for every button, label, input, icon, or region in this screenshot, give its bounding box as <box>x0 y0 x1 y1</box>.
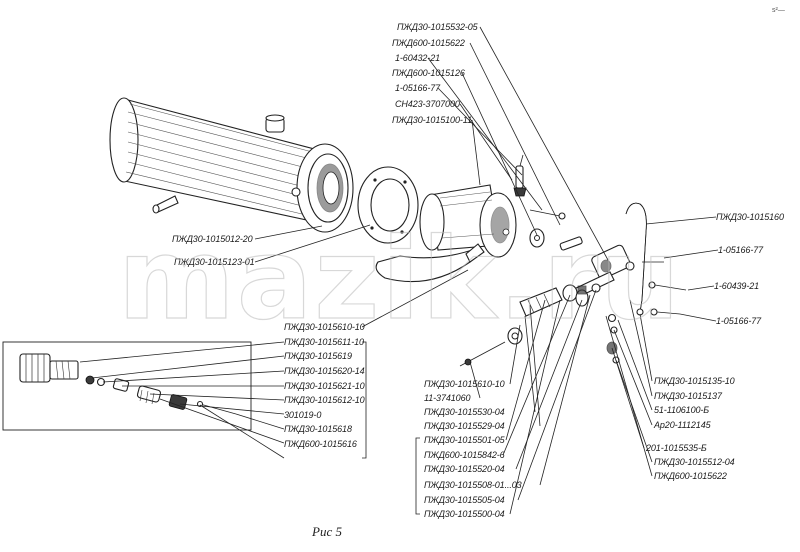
label-l11: 1-05166-77 <box>716 316 762 326</box>
label-l31: ПЖД30-1015505-04 <box>424 495 505 505</box>
label-l37: 201-1015535-Б <box>645 443 707 453</box>
label-l25: ПЖД30-1015530-04 <box>424 407 505 417</box>
label-l29: ПЖД30-1015520-04 <box>424 464 505 474</box>
label-l03: 1-60432-21 <box>395 53 440 63</box>
label-l21: ПЖД30-1015618 <box>284 424 352 434</box>
part-labels: ПЖД30-1015532-05 ПЖД600-1015622 1-60432-… <box>172 22 784 519</box>
label-l10: 1-60439-21 <box>714 281 759 291</box>
right-bolts <box>648 281 687 316</box>
label-l12: ПЖД30-1015012-20 <box>172 234 253 244</box>
heater-cylinder-body <box>109 97 354 233</box>
label-l28: ПЖД600-1015842-6 <box>424 450 505 460</box>
outlet-elbow <box>375 243 485 283</box>
label-l32: ПЖД30-1015500-04 <box>424 509 505 519</box>
label-l15: ПЖД30-1015611-10 <box>284 337 364 347</box>
label-l39: ПЖД600-1015622 <box>654 471 727 481</box>
nozzle-parts <box>575 283 601 307</box>
watermark: mazik.ru <box>118 215 682 345</box>
label-l17: ПЖД30-1015620-14 <box>284 366 365 376</box>
label-l05: 1-05166-77 <box>395 83 441 93</box>
label-l38: ПЖД30-1015512-04 <box>654 457 735 467</box>
label-l02: ПЖД600-1015622 <box>392 38 465 48</box>
label-l13: ПЖД30-1015123-01 <box>174 257 255 267</box>
mount-bolts <box>529 209 583 251</box>
label-l24: 11-3741060 <box>424 393 470 403</box>
label-l18: ПЖД30-1015621-10 <box>284 381 365 391</box>
gasket-ring <box>357 166 419 244</box>
label-l27: ПЖД30-1015501-05 <box>424 435 506 445</box>
label-l30: ПЖД30-1015508-01...03 <box>424 480 522 490</box>
burner-housing <box>419 184 517 258</box>
label-l34: ПЖД30-1015137 <box>654 391 723 401</box>
label-l04: ПЖД600-1015126 <box>392 68 465 78</box>
inset-subassembly <box>2 341 252 431</box>
label-l08: ПЖД30-1015160 <box>716 212 784 222</box>
label-l14: ПЖД30-1015610-10 <box>284 322 365 332</box>
label-l01: ПЖД30-1015532-05 <box>397 22 479 32</box>
inset-nozzle-body <box>19 353 79 383</box>
leader-lines <box>79 26 719 515</box>
heater-drawing <box>109 97 687 367</box>
label-l23: ПЖД30-1015610-10 <box>424 379 505 389</box>
label-l06: СН423-3707000 <box>395 99 460 109</box>
figure-caption: Рис 5 <box>311 524 342 539</box>
corner-mark: s²— <box>772 7 785 14</box>
label-l26: ПЖД30-1015529-04 <box>424 421 505 431</box>
label-l22: ПЖД600-1015616 <box>284 439 357 449</box>
label-l20: 301019-0 <box>284 410 321 420</box>
label-l19: ПЖД30-1015612-10 <box>284 395 365 405</box>
label-l07: ПЖД30-1015100-11 <box>392 115 472 125</box>
label-l16: ПЖД30-1015619 <box>284 351 352 361</box>
label-l33: ПЖД30-1015135-10 <box>654 376 735 386</box>
label-l36: Ар20-1112145 <box>653 420 712 430</box>
label-l35: 51-1106100-Б <box>654 405 709 415</box>
label-l09: 1-05166-77 <box>718 245 764 255</box>
